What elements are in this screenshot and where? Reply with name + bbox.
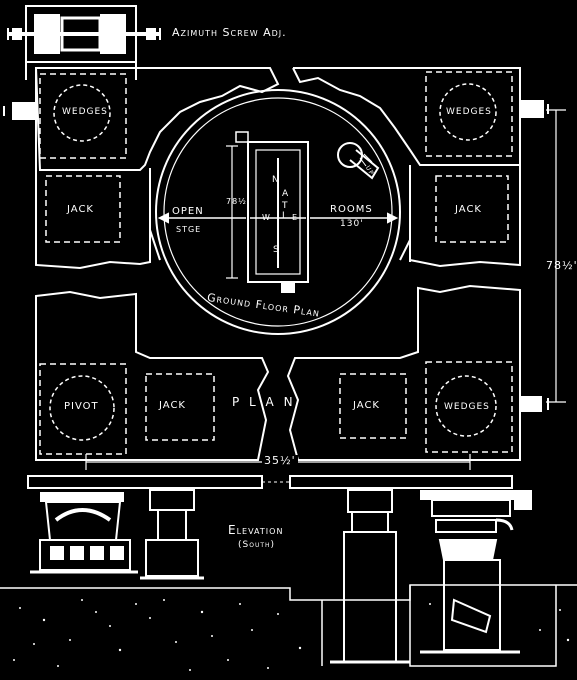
wedges-label-se: WEDGES (444, 402, 490, 412)
right-dimension (546, 109, 566, 403)
ground-texture (13, 599, 570, 671)
dimension-78-half: 78½ (226, 197, 247, 206)
jack-label-ne: JACK (455, 204, 482, 215)
jack-label-sw: JACK (159, 400, 186, 411)
compass-n: N (272, 175, 280, 185)
compass-w: W (262, 213, 271, 222)
south-label: (South) (238, 540, 276, 550)
upper-platform (34, 67, 521, 270)
elevation-label: Elevation (228, 523, 284, 537)
azimuth-screw-assembly (7, 5, 161, 80)
right-dimension-label: 78½' (546, 259, 577, 272)
rooms-label: ROOMS (330, 204, 373, 215)
upper-boxes (3, 71, 549, 243)
wedges-label-ne: WEDGES (446, 107, 492, 117)
jack-label-se: JACK (353, 400, 380, 411)
lower-boxes (39, 361, 549, 455)
plan-label: P L A N (232, 395, 296, 409)
wedges-label-nw: WEDGES (62, 107, 108, 117)
compass-t: T (282, 201, 289, 211)
jack-label-nw: JACK (67, 204, 94, 215)
stage-label: STGE (176, 225, 202, 234)
compass-i: I (282, 211, 286, 221)
azimuth-screw-label: Azimuth Screw Adj. (172, 26, 287, 39)
ground-floor-circle (155, 89, 401, 335)
compass-e: E (292, 213, 299, 222)
open-label: OPEN (172, 206, 204, 217)
lower-platform (35, 284, 521, 461)
rooms-dimension: 130' (340, 219, 364, 229)
elevation-section (0, 475, 577, 667)
compass-a: A (282, 189, 290, 199)
compass-s: S (273, 245, 280, 255)
pivot-label: PIVOT (64, 401, 99, 412)
bottom-dimension-label: 35½' (262, 454, 298, 467)
